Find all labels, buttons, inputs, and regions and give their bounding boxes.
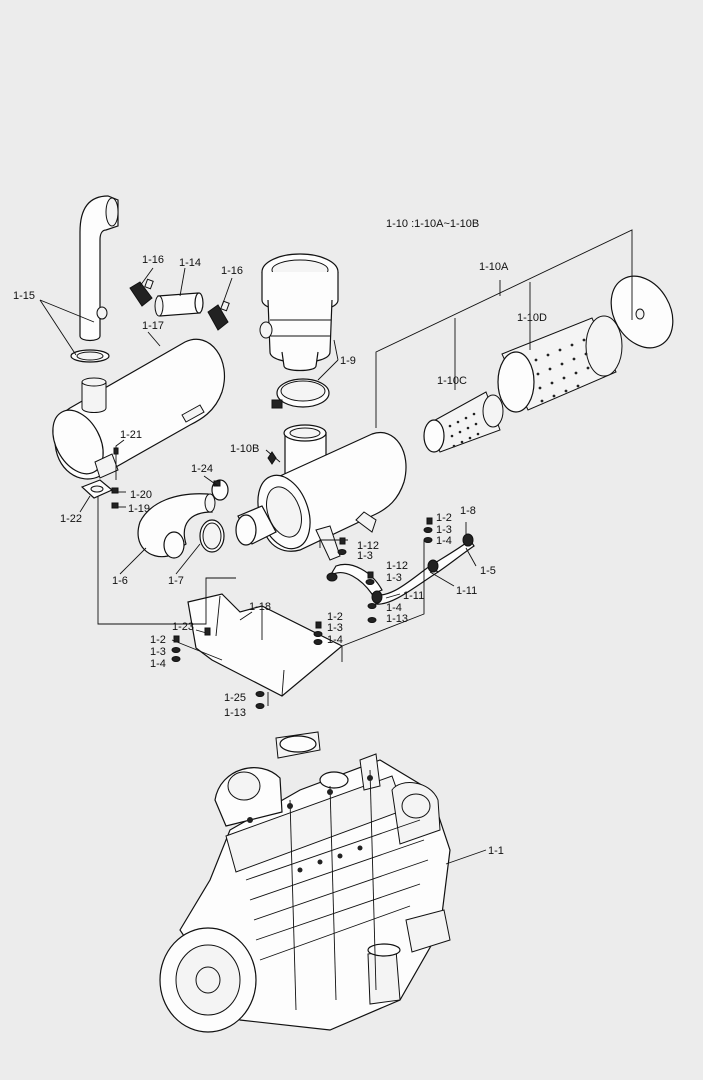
air-cleaner-housing (257, 424, 407, 561)
label-1-2-lower: 1-2 (327, 611, 343, 623)
label-1-10A: 1-10A (479, 261, 509, 273)
label-1-23: 1-23 (172, 621, 194, 633)
label-1-3-mid: 1-3 (386, 572, 402, 584)
label-1-6: 1-6 (112, 575, 128, 587)
label-1-21: 1-21 (120, 429, 142, 441)
inner-filter-element (423, 391, 504, 453)
intake-tube (154, 292, 204, 317)
label-1-25: 1-25 (224, 692, 246, 704)
label-1-11-left: 1-11 (403, 590, 424, 602)
label-1-4-lower: 1-4 (327, 634, 343, 646)
gasket (80, 479, 114, 499)
label-1-3-right: 1-3 (436, 524, 452, 536)
label-1-15: 1-15 (13, 290, 35, 302)
note-1-10: 1-10 :1-10A~1-10B (386, 218, 479, 230)
label-1-20: 1-20 (130, 489, 152, 501)
label-1-13-upper: 1-13 (386, 613, 408, 625)
label-1-3-upper: 1-3 (357, 550, 373, 562)
label-1-11-right: 1-11 (456, 585, 477, 597)
label-1-16-right: 1-16 (221, 265, 243, 277)
label-1-4-left: 1-4 (150, 658, 166, 670)
label-1-1: 1-1 (488, 845, 504, 857)
label-1-2-right: 1-2 (436, 512, 452, 524)
vacuator-hose (326, 533, 475, 605)
rubber-elbow (137, 493, 216, 559)
exhaust-pipe (70, 195, 119, 363)
hump-hose (235, 505, 277, 546)
leader-lines (39, 229, 633, 865)
small-hardware (111, 447, 433, 709)
label-1-3-left: 1-3 (150, 646, 166, 658)
label-1-10C: 1-10C (437, 375, 467, 387)
engine-assembly (159, 731, 451, 1033)
label-1-3-lower: 1-3 (327, 622, 343, 634)
label-1-8: 1-8 (460, 505, 476, 517)
outer-filter-element (497, 315, 623, 413)
label-1-10B: 1-10B (230, 443, 259, 455)
label-1-12-upper: 1-12 (357, 540, 379, 552)
label-1-17: 1-17 (142, 320, 164, 332)
label-1-12-lower: 1-12 (386, 560, 408, 572)
hose-clamp-right (207, 300, 230, 331)
label-1-14: 1-14 (179, 257, 201, 269)
label-1-10D: 1-10D (517, 312, 547, 324)
label-1-4-mid: 1-4 (386, 602, 402, 614)
label-1-16-left: 1-16 (142, 254, 164, 266)
label-1-18: 1-18 (249, 601, 271, 613)
label-1-5: 1-5 (480, 565, 496, 577)
label-1-4-right: 1-4 (436, 535, 452, 547)
band-clamp (271, 378, 330, 409)
label-1-19: 1-19 (128, 503, 150, 515)
label-1-13-lower: 1-13 (224, 707, 246, 719)
precleaner (259, 253, 339, 372)
label-1-2-left: 1-2 (150, 634, 166, 646)
label-1-7: 1-7 (168, 575, 184, 587)
label-1-24: 1-24 (191, 463, 213, 475)
label-1-9: 1-9 (340, 355, 356, 367)
part-labels: 1-10 :1-10A~1-10B 1-10A 1-10D 1-10C 1-10… (13, 218, 547, 857)
end-cover (610, 275, 674, 349)
muffler (52, 338, 225, 480)
pipe-clamp (199, 519, 225, 553)
hose-clamp-left (129, 278, 154, 307)
label-1-22: 1-22 (60, 513, 82, 525)
